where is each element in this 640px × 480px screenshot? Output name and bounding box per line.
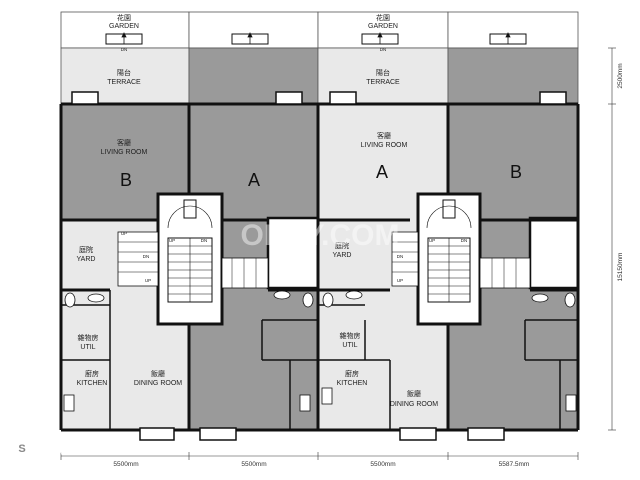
- util-en-label: UTIL: [342, 342, 357, 349]
- terrace-cn-label: 陽台: [117, 68, 131, 77]
- yard-cn-label: 庭院: [335, 241, 349, 250]
- garden-area-3: [317, 11, 449, 49]
- stair-core-left: [156, 192, 224, 326]
- garden-en-label: GARDEN: [109, 23, 139, 30]
- living-en-label: LIVING ROOM: [361, 142, 408, 149]
- spacious-logo-badge: [12, 438, 32, 458]
- yard-en-label: YARD: [333, 252, 352, 259]
- util-cn-label: 雜物房: [340, 331, 361, 340]
- width-label: 5500mm: [241, 461, 266, 468]
- dining-cn-label: 飯廳: [407, 389, 421, 398]
- kitchen-cn-label: 廚房: [85, 369, 99, 378]
- unit-letter: A: [376, 162, 388, 182]
- terrace-en-label: TERRACE: [107, 79, 141, 86]
- stair-up-label: UP: [429, 238, 435, 243]
- partitions: [61, 290, 578, 430]
- garden-up-arrows: [121, 32, 511, 44]
- terrace-cn-label: 陽台: [376, 68, 390, 77]
- spacious-logo-letter: S: [18, 443, 25, 455]
- dining-en-label: DINING ROOM: [134, 380, 182, 387]
- width-label: 5587.5mm: [499, 461, 530, 468]
- stair-dn-label: DN: [201, 238, 208, 243]
- width-label: 5500mm: [113, 461, 138, 468]
- yard-step-lines: [118, 241, 517, 288]
- sanitary-fixtures: [63, 290, 577, 412]
- garden-cn-label: 花園: [117, 13, 131, 22]
- center-watermark: OKAY.COM: [241, 219, 400, 252]
- yard-steps: [117, 231, 531, 289]
- stair-core-right: [416, 192, 482, 326]
- yard-en-label: YARD: [77, 256, 96, 263]
- util-en-label: UTIL: [80, 344, 95, 351]
- unit-1-labels: 花園 GARDEN DN 陽台 TERRACE 客廳 LIVING ROOM B…: [77, 13, 183, 387]
- living-cn-label: 客廳: [377, 131, 391, 140]
- garden-cn-label: 花園: [376, 13, 390, 22]
- garden-en-label: GARDEN: [368, 23, 398, 30]
- unit-3-labels: 花園 GARDEN DN 陽台 TERRACE 客廳 LIVING ROOM A…: [333, 13, 439, 408]
- stair-up-label: UP: [145, 278, 151, 283]
- stair-up-label: UP: [169, 238, 175, 243]
- width-label: 5500mm: [370, 461, 395, 468]
- stair-dn-label: DN: [143, 254, 150, 259]
- dining-cn-label: 飯廳: [151, 369, 165, 378]
- windows: [71, 91, 567, 441]
- util-cn-label: 雜物房: [78, 333, 99, 342]
- dining-en-label: DINING ROOM: [390, 401, 438, 408]
- stair-up-label: UP: [397, 278, 403, 283]
- dimension-labels: 5500mm 5500mm 5500mm 5587.5mm 2500mm 151…: [113, 63, 624, 468]
- kitchen-cn-label: 廚房: [345, 369, 359, 378]
- terrace-en-label: TERRACE: [366, 79, 400, 86]
- depth-label: 15150mm: [617, 253, 624, 282]
- courtyard-void-4: [528, 216, 580, 290]
- kitchen-en-label: KITCHEN: [337, 380, 368, 387]
- stair-dn-label: DN: [397, 254, 404, 259]
- unit-letter: B: [510, 162, 522, 182]
- living-cn-label: 客廳: [117, 138, 131, 147]
- stair-tags: UP DN UP UP DN UP DN DN UP: [121, 231, 467, 283]
- yard-cn-label: 庭院: [79, 245, 93, 254]
- corner-watermark: SPACIOUS.HK: [38, 443, 128, 458]
- kitchen-en-label: KITCHEN: [77, 380, 108, 387]
- stair-dn-label: DN: [461, 238, 468, 243]
- courtyard-void-2: [266, 216, 320, 290]
- dimension-lines: [60, 47, 616, 460]
- unit-2-labels: A: [248, 170, 260, 190]
- depth-label: 2500mm: [617, 63, 624, 88]
- garden-dn-label: DN: [121, 47, 128, 52]
- unit-4-labels: B: [510, 162, 522, 182]
- unit-letter: B: [120, 170, 132, 190]
- living-en-label: LIVING ROOM: [101, 149, 148, 156]
- stair-up-label: UP: [121, 231, 127, 236]
- unit-letter: A: [248, 170, 260, 190]
- garden-dn-label: DN: [380, 47, 387, 52]
